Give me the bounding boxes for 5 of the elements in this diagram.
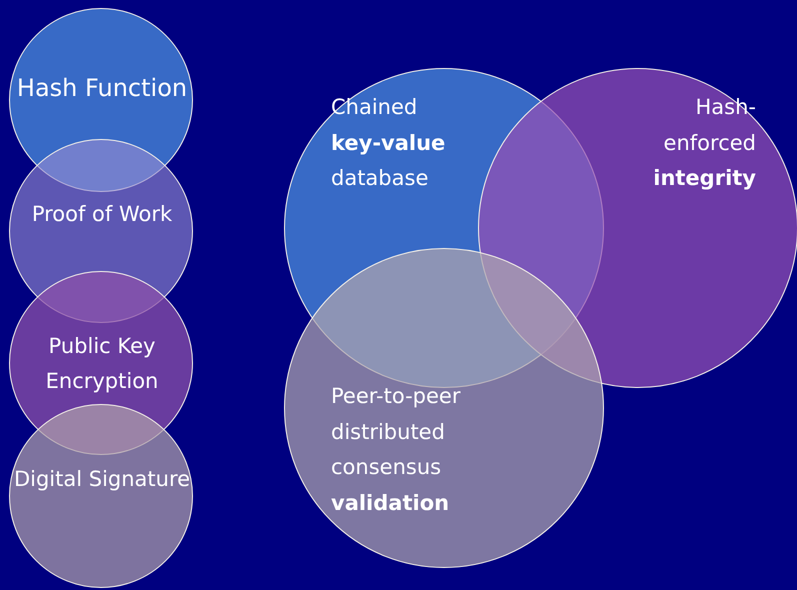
circle-label: Proof of Work (30, 201, 174, 228)
circle-label: Peer-to-peer distributed consensus validation (331, 383, 462, 518)
circle-label: Hash Function (16, 73, 188, 104)
circle-label: Public Key Encryption (44, 333, 160, 395)
circle-label: Digital Signature (12, 466, 192, 493)
